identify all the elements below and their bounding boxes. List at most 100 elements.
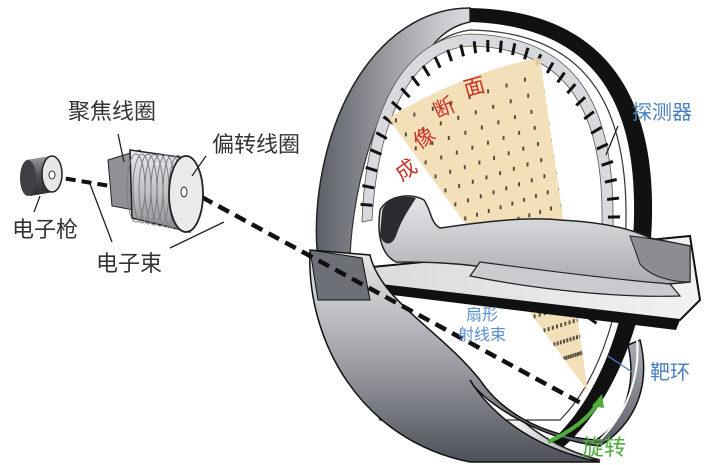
fan-dot bbox=[575, 335, 578, 340]
detector-element bbox=[369, 148, 382, 156]
fan-dot bbox=[478, 160, 481, 165]
fan-dot bbox=[563, 339, 566, 344]
detector-element bbox=[566, 83, 577, 95]
label-target-ring: 靶环 bbox=[650, 360, 690, 384]
fan-dot bbox=[444, 188, 447, 193]
fan-dot bbox=[539, 209, 542, 214]
fan-dot bbox=[449, 169, 452, 174]
detector-element bbox=[365, 165, 378, 173]
fan-dot bbox=[502, 135, 505, 140]
label-detector: 探测器 bbox=[632, 100, 692, 124]
fan-dot bbox=[572, 353, 575, 358]
detector-element bbox=[596, 142, 609, 151]
detector-element bbox=[604, 178, 618, 184]
fan-dot bbox=[536, 142, 539, 147]
fan-dot bbox=[543, 174, 546, 179]
fan-dot bbox=[564, 321, 567, 326]
detector-element bbox=[360, 202, 373, 207]
fan-dot bbox=[551, 325, 554, 330]
fan-dot bbox=[447, 135, 450, 140]
fan-dot bbox=[439, 121, 442, 126]
fan-dot bbox=[487, 89, 490, 94]
label-fan-beam: 扇形 射线束 bbox=[458, 305, 506, 345]
fan-dot bbox=[471, 179, 474, 184]
fan-dot bbox=[454, 202, 457, 207]
fan-dot bbox=[576, 352, 579, 357]
detector-element bbox=[575, 96, 587, 107]
detector-element bbox=[362, 184, 375, 190]
fan-dot bbox=[507, 151, 510, 156]
detector-element bbox=[400, 87, 411, 99]
fan-dot bbox=[505, 83, 508, 88]
detector-element bbox=[606, 196, 620, 202]
fan-dot bbox=[530, 178, 533, 183]
fan-dot bbox=[566, 338, 569, 343]
detector-element bbox=[601, 159, 614, 167]
fan-dot bbox=[471, 145, 474, 150]
detector-element bbox=[375, 131, 388, 140]
fan-dot bbox=[522, 146, 525, 151]
fan-dot bbox=[549, 206, 552, 211]
fan-dot bbox=[512, 166, 515, 171]
fan-dot bbox=[527, 93, 530, 98]
detector-element bbox=[523, 47, 530, 60]
fan-dot bbox=[440, 155, 443, 160]
fan-dot bbox=[579, 351, 582, 356]
fan-dot bbox=[414, 146, 417, 151]
fan-dot bbox=[509, 99, 512, 104]
fan-dot bbox=[457, 115, 460, 120]
fan-dot bbox=[464, 130, 467, 135]
fan-dot bbox=[492, 104, 495, 109]
label-rotation: 旋转 bbox=[582, 436, 627, 461]
fan-dot bbox=[518, 130, 521, 135]
fan-dot bbox=[479, 194, 482, 199]
fan-dot bbox=[530, 109, 533, 114]
detector-element bbox=[421, 64, 431, 77]
fan-dot bbox=[526, 162, 529, 167]
fan-dot bbox=[574, 352, 577, 357]
fan-dot bbox=[565, 355, 568, 360]
fan-dot bbox=[424, 160, 427, 165]
fan-dot bbox=[434, 174, 437, 179]
detector-element bbox=[511, 43, 517, 56]
rotation-arrow bbox=[547, 394, 604, 444]
fan-dot bbox=[463, 165, 466, 170]
fan-dot bbox=[553, 342, 556, 347]
fan-dot bbox=[534, 194, 537, 199]
detector-element bbox=[590, 126, 603, 135]
fan-dot bbox=[474, 110, 477, 115]
label-electron-beam: 电子束 bbox=[96, 252, 163, 277]
fan-dot bbox=[555, 324, 558, 329]
fan-dot bbox=[431, 106, 434, 111]
fan-dot bbox=[455, 150, 458, 155]
fan-dot bbox=[431, 141, 434, 146]
fan-dot bbox=[538, 312, 541, 317]
fan-dot bbox=[476, 212, 479, 217]
fan-dot bbox=[559, 340, 562, 345]
fan-dot bbox=[499, 205, 502, 210]
patient bbox=[378, 195, 691, 297]
detector-element bbox=[472, 41, 478, 54]
detector-element bbox=[390, 100, 402, 111]
detector-element bbox=[498, 40, 503, 53]
fan-dot bbox=[546, 190, 549, 195]
fan-dot bbox=[499, 171, 502, 176]
fan-dot bbox=[533, 314, 536, 319]
electron-gun bbox=[20, 155, 63, 196]
fan-dot bbox=[511, 201, 514, 206]
fan-dot bbox=[468, 95, 471, 100]
fan-dot bbox=[467, 198, 470, 203]
fan-dot bbox=[422, 126, 425, 131]
label-focusing-coil: 聚焦线圈 bbox=[68, 100, 157, 125]
fan-dot bbox=[505, 186, 508, 191]
fan-dot bbox=[487, 208, 490, 213]
fan-dot bbox=[560, 323, 563, 328]
fan-dot bbox=[464, 216, 467, 221]
fan-dot bbox=[569, 337, 572, 342]
electron-beam bbox=[49, 174, 592, 410]
fan-dot bbox=[450, 100, 453, 105]
coil-assembly bbox=[107, 149, 204, 233]
fan-dot bbox=[572, 336, 575, 341]
fan-dot bbox=[547, 327, 550, 332]
